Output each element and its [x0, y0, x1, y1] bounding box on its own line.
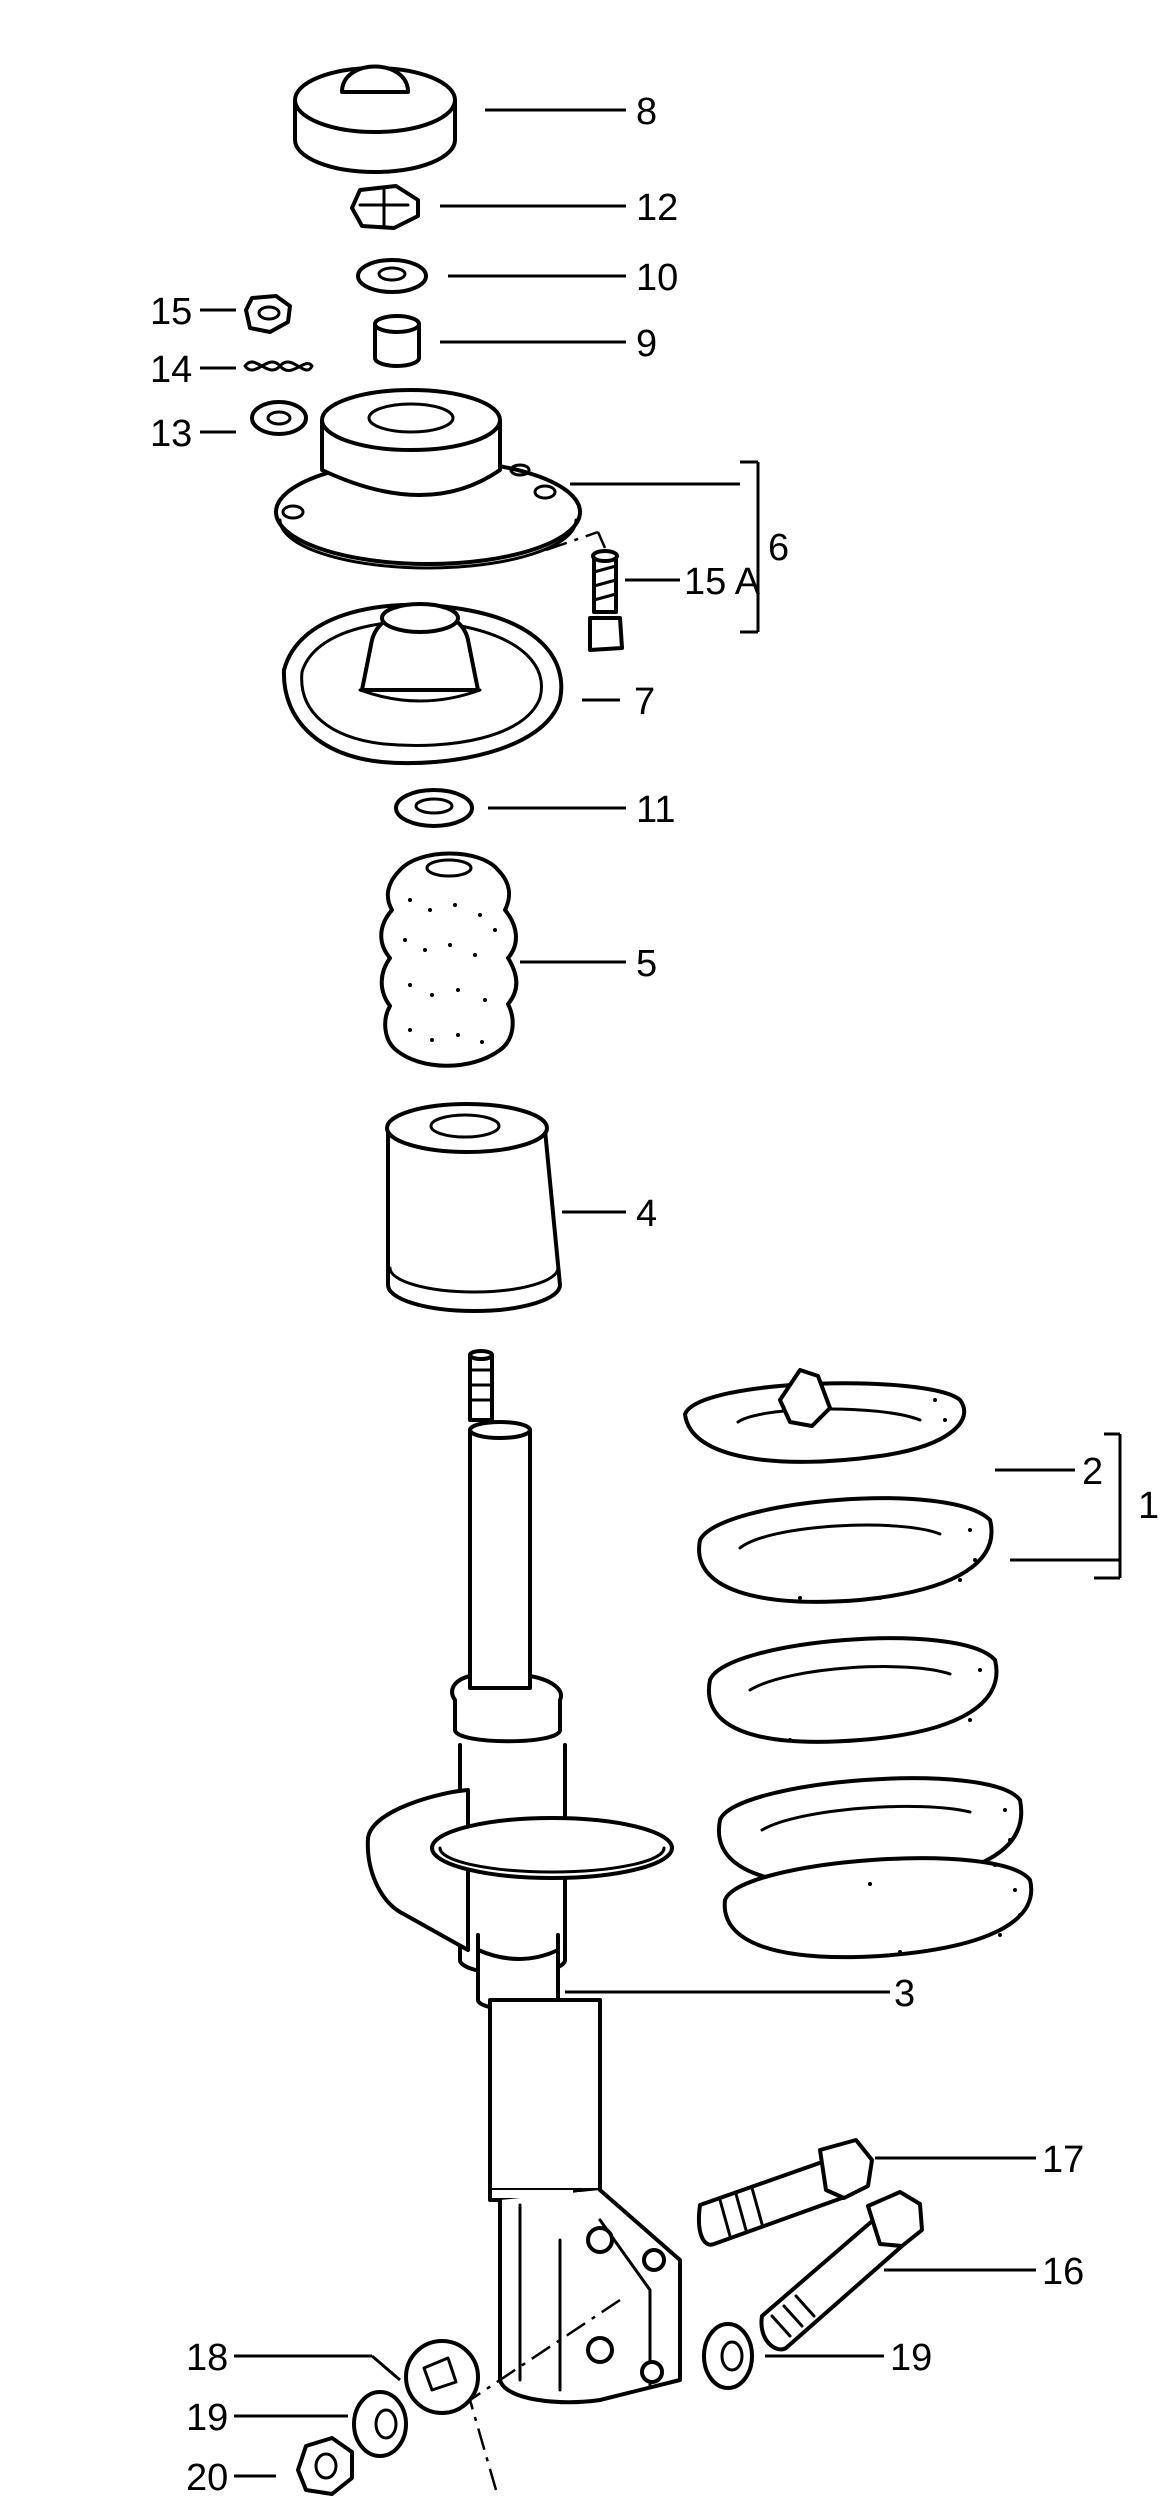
- callout-8: 8: [636, 91, 657, 133]
- leader-lines: [200, 108, 1122, 2478]
- callout-9: 9: [636, 323, 657, 365]
- part-9-spacer-sleeve: [373, 314, 421, 368]
- part-6-strut-mount: [274, 388, 582, 570]
- part-10-washer: [356, 258, 428, 294]
- part-11-washer: [394, 788, 474, 828]
- callout-12: 12: [636, 187, 678, 229]
- callout-3: 3: [894, 1973, 915, 2015]
- callout-16: 16: [1042, 2251, 1084, 2293]
- part-14-spring-clip: [243, 360, 314, 372]
- part-19-washer-left: [352, 2390, 408, 2458]
- callout-17: 17: [1042, 2139, 1084, 2181]
- part-8-top-mount: [293, 64, 457, 174]
- part-20-nut: [296, 2436, 354, 2496]
- callout-18: 18: [186, 2337, 228, 2379]
- part-4-dust-cover: [385, 1102, 562, 1313]
- part-15-small-nut: [244, 294, 292, 334]
- callout-13: 13: [150, 413, 192, 455]
- part-17-bolt: [697, 2138, 874, 2247]
- callout-6: 6: [768, 527, 789, 569]
- callout-19-right: 19: [890, 2337, 932, 2379]
- callout-7: 7: [634, 681, 655, 723]
- callout-14: 14: [150, 349, 192, 391]
- callout-11: 11: [636, 789, 675, 831]
- callout-20: 20: [186, 2457, 228, 2497]
- part-15a-bolt: [588, 549, 624, 652]
- part-12-hex-nut: [350, 184, 420, 230]
- callout-2: 2: [1082, 1451, 1103, 1493]
- callout-4: 4: [636, 1193, 657, 1235]
- callout-10: 10: [636, 257, 678, 299]
- part-7-spring-seat: [281, 602, 564, 766]
- part-2-coil-spring: [683, 1368, 1034, 1960]
- callout-15a: 15 A: [684, 561, 761, 603]
- part-19-washer-right: [702, 2322, 754, 2390]
- callout-5: 5: [636, 943, 657, 985]
- part-3-shock-strut: [365, 1349, 682, 2405]
- part-16-bolt: [759, 2190, 924, 2352]
- callout-1: 1: [1138, 1485, 1159, 1527]
- part-13-small-washer: [250, 400, 308, 436]
- part-18-eccentric-washer: [404, 2339, 480, 2415]
- callout-19-left: 19: [186, 2397, 228, 2439]
- callout-15: 15: [150, 291, 192, 333]
- part-5-bump-stop: [379, 851, 519, 1068]
